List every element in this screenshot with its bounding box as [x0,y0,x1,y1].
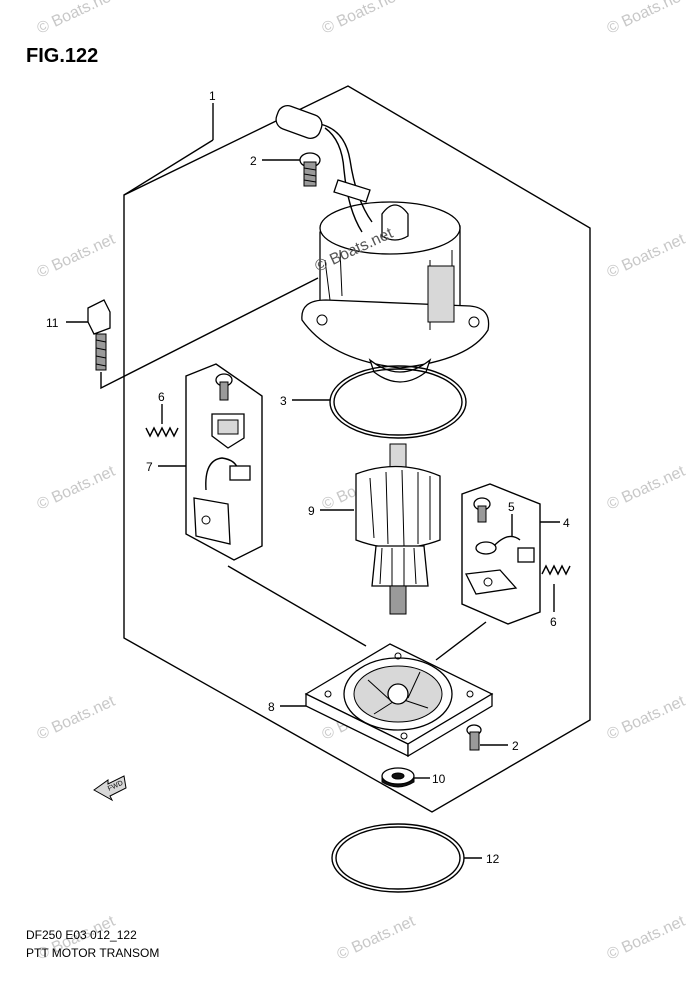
screw-2-bottom[interactable] [466,724,482,751]
watermark: © Boats.net [35,463,119,514]
watermark: © Boats.net [35,0,119,38]
callout-10: 10 [432,772,446,786]
o-ring-3[interactable] [329,365,467,439]
watermark: © Boats.net [335,913,419,964]
brush-group-4-outline [461,483,541,625]
watermark: © Boats.net [605,231,689,282]
callout-1: 1 [209,89,216,103]
watermark: © Boats.net [35,693,119,744]
brush-holder-right[interactable] [465,497,535,595]
callout-2-top: 2 [250,154,257,168]
callout-2-bottom: 2 [512,739,519,753]
assembly-outline [123,85,591,813]
model-code: DF250 E03 012_122 [26,928,137,942]
callout-7: 7 [146,460,153,474]
screw-2-top[interactable] [299,152,321,187]
leader-11-tail [100,277,319,390]
callout-5: 5 [508,500,515,514]
figure-title: FIG.122 [26,45,98,67]
brush-holder-left[interactable] [193,373,251,545]
spacer-10[interactable] [381,767,415,788]
watermark: © Boats.net [605,0,689,38]
callout-9: 9 [308,504,315,518]
callout-6-left: 6 [158,390,165,404]
watermark: © Boats.net [605,463,689,514]
watermark: © Boats.net [605,913,689,964]
callout-8: 8 [268,700,275,714]
forward-arrow-icon: FWD [93,775,127,802]
o-ring-12[interactable] [331,823,465,893]
watermark: © Boats.net [605,693,689,744]
motor-cable [275,105,373,233]
diagram-name: PTT MOTOR TRANSOM [26,946,159,960]
leader-7-tail [227,565,367,647]
callout-6-right: 6 [550,615,557,629]
bolt-11[interactable] [87,299,111,371]
callout-12: 12 [486,852,500,866]
spring-6-left[interactable] [145,426,179,438]
spring-6-right[interactable] [541,564,571,576]
callout-11: 11 [46,316,59,330]
leader-4-tail [435,621,487,661]
callout-3: 3 [280,394,287,408]
watermark: © Boats.net [35,231,119,282]
callout-4: 4 [563,516,570,530]
end-frame-8[interactable] [304,643,494,758]
leader-1-tail [123,139,214,196]
watermark: © Boats.net [320,0,404,38]
motor-housing[interactable] [301,201,490,383]
armature-9[interactable] [355,443,441,615]
brush-group-7-outline [185,363,263,561]
